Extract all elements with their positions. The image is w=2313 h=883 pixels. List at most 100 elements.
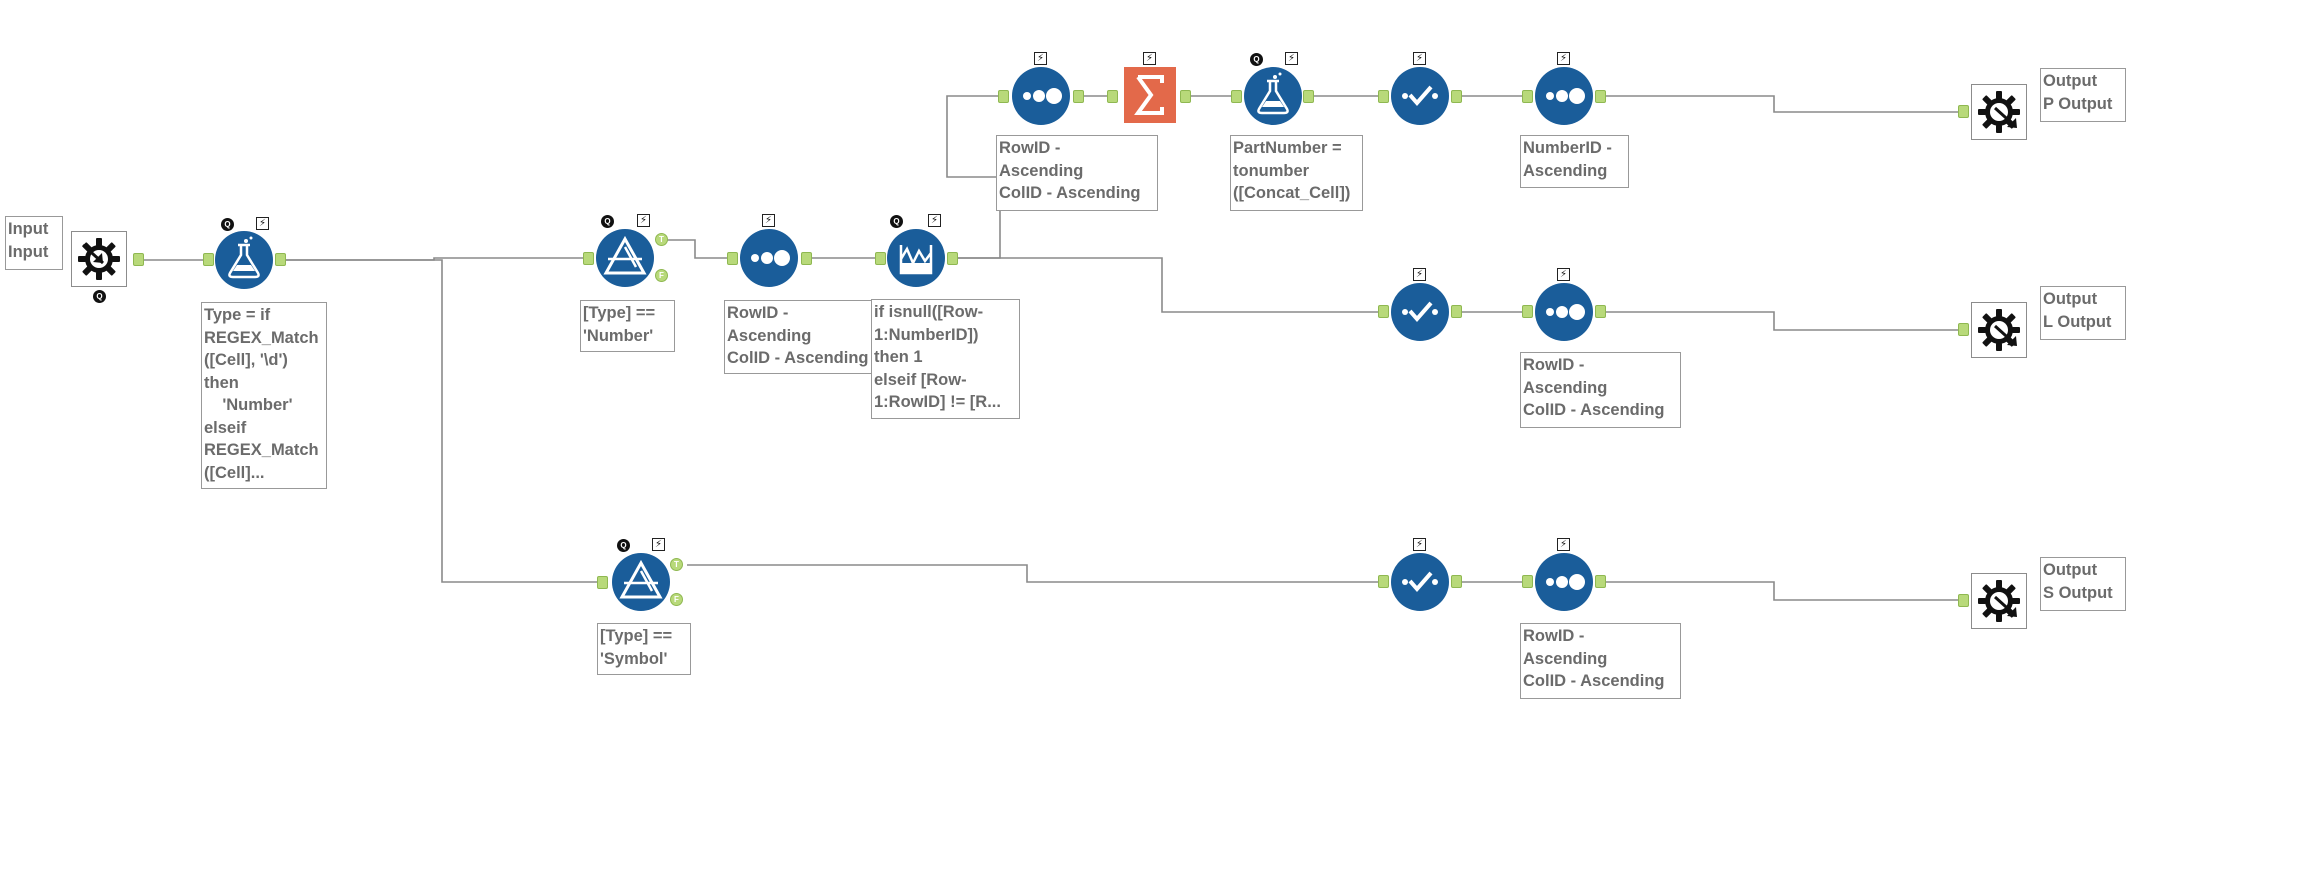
input-anchor[interactable]	[1107, 90, 1118, 103]
lightning-badge: ⚡	[1413, 52, 1426, 65]
input-anchor[interactable]	[998, 90, 1009, 103]
lightning-badge: ⚡	[1557, 538, 1570, 551]
checkmark-icon	[1402, 85, 1438, 107]
false-anchor[interactable]: F	[670, 593, 683, 606]
select-top-tool[interactable]	[1391, 67, 1449, 125]
output-anchor[interactable]	[1595, 575, 1606, 588]
sort-bot-tool[interactable]	[1535, 553, 1593, 611]
sort-icon	[1023, 88, 1062, 104]
wire-filter-sort	[666, 239, 727, 259]
sort-numberid-tool[interactable]	[1535, 67, 1593, 125]
input-anchor[interactable]	[1522, 305, 1533, 318]
output-anchor[interactable]	[275, 253, 286, 266]
input-anchor[interactable]	[1958, 594, 1969, 607]
flask-icon	[228, 236, 260, 279]
lightning-badge: ⚡	[1413, 268, 1426, 281]
annotation-filter-number: [Type] == 'Number'	[580, 300, 675, 352]
macro-output-l-tool[interactable]	[1971, 302, 2027, 358]
input-anchor[interactable]	[1958, 323, 1969, 336]
output-anchor[interactable]	[133, 253, 144, 266]
select-mid-tool[interactable]	[1391, 283, 1449, 341]
input-anchor[interactable]	[727, 252, 738, 265]
multi-row-icon	[899, 245, 933, 275]
annotation-output-l: Output L Output	[2040, 286, 2126, 340]
macro-output-icon	[1978, 309, 2020, 351]
formula-partnumber-tool[interactable]	[1244, 67, 1302, 125]
sort-mid-tool[interactable]	[1535, 283, 1593, 341]
filter-symbol-tool[interactable]	[612, 553, 670, 611]
q-badge: Q	[93, 290, 106, 303]
output-anchor[interactable]	[1451, 305, 1462, 318]
true-anchor[interactable]: T	[670, 558, 683, 571]
wire-formula-filter-symbol	[286, 259, 597, 583]
annotation-input: Input Input	[5, 216, 63, 270]
input-anchor[interactable]	[1958, 105, 1969, 118]
input-anchor[interactable]	[1378, 90, 1389, 103]
input-anchor[interactable]	[1522, 575, 1533, 588]
q-badge: Q	[890, 215, 903, 228]
input-anchor[interactable]	[583, 252, 594, 265]
summarize-tool[interactable]	[1124, 67, 1176, 123]
sort-icon	[1546, 574, 1585, 590]
input-anchor[interactable]	[203, 253, 214, 266]
macro-output-icon	[1978, 91, 2020, 133]
flask-icon	[1257, 72, 1289, 115]
sort-top-tool[interactable]	[1012, 67, 1070, 125]
filter-icon	[619, 559, 663, 599]
wire-filter-symbol-select-bot	[687, 564, 1383, 583]
sort-row-col-tool[interactable]	[740, 229, 798, 287]
annotation-filter-symbol: [Type] == 'Symbol'	[597, 623, 691, 675]
output-anchor[interactable]	[801, 252, 812, 265]
annotation-sort-bot: RowID - Ascending ColID - Ascending	[1520, 623, 1681, 699]
macro-output-s-tool[interactable]	[1971, 573, 2027, 629]
output-anchor[interactable]	[1451, 575, 1462, 588]
annotation-sort-row-col: RowID - Ascending ColID - Ascending	[724, 300, 872, 374]
sigma-icon	[1134, 75, 1164, 115]
checkmark-icon	[1402, 301, 1438, 323]
wire-sort-output-p	[1605, 95, 1958, 113]
lightning-badge: ⚡	[256, 217, 269, 230]
input-anchor[interactable]	[597, 576, 608, 589]
lightning-badge: ⚡	[1413, 538, 1426, 551]
input-anchor[interactable]	[875, 252, 886, 265]
filter-number-tool[interactable]	[596, 229, 654, 287]
output-anchor[interactable]	[947, 252, 958, 265]
macro-output-icon	[1978, 580, 2020, 622]
input-anchor[interactable]	[1378, 575, 1389, 588]
macro-input-tool[interactable]	[71, 231, 127, 287]
lightning-badge: ⚡	[652, 538, 665, 551]
output-anchor[interactable]	[1073, 90, 1084, 103]
macro-output-p-tool[interactable]	[1971, 84, 2027, 140]
q-badge: Q	[601, 215, 614, 228]
annotation-sort-top: RowID - Ascending ColID - Ascending	[996, 135, 1158, 211]
multi-row-formula-tool[interactable]	[887, 229, 945, 287]
macro-input-icon	[78, 238, 120, 280]
output-anchor[interactable]	[1451, 90, 1462, 103]
wire-sort-output-s	[1605, 581, 1958, 601]
sort-icon	[1546, 304, 1585, 320]
lightning-badge: ⚡	[1557, 52, 1570, 65]
input-anchor[interactable]	[1231, 90, 1242, 103]
sort-icon	[1546, 88, 1585, 104]
true-anchor[interactable]: T	[655, 233, 668, 246]
output-anchor[interactable]	[1303, 90, 1314, 103]
annotation-multi-row: if isnull([Row- 1:NumberID]) then 1 else…	[871, 299, 1020, 419]
formula-tool[interactable]	[215, 231, 273, 289]
output-anchor[interactable]	[1180, 90, 1191, 103]
checkmark-icon	[1402, 571, 1438, 593]
output-anchor[interactable]	[1595, 305, 1606, 318]
select-bot-tool[interactable]	[1391, 553, 1449, 611]
wire-multirow-sort-top	[946, 95, 1001, 259]
lightning-badge: ⚡	[762, 214, 775, 227]
q-badge: Q	[1250, 53, 1263, 66]
lightning-badge: ⚡	[637, 214, 650, 227]
annotation-output-p: Output P Output	[2040, 68, 2126, 122]
output-anchor[interactable]	[1595, 90, 1606, 103]
wire-multirow-select-mid	[957, 257, 1383, 313]
input-anchor[interactable]	[1378, 305, 1389, 318]
filter-icon	[603, 235, 647, 275]
annotation-output-s: Output S Output	[2040, 557, 2126, 611]
false-anchor[interactable]: F	[655, 269, 668, 282]
input-anchor[interactable]	[1522, 90, 1533, 103]
